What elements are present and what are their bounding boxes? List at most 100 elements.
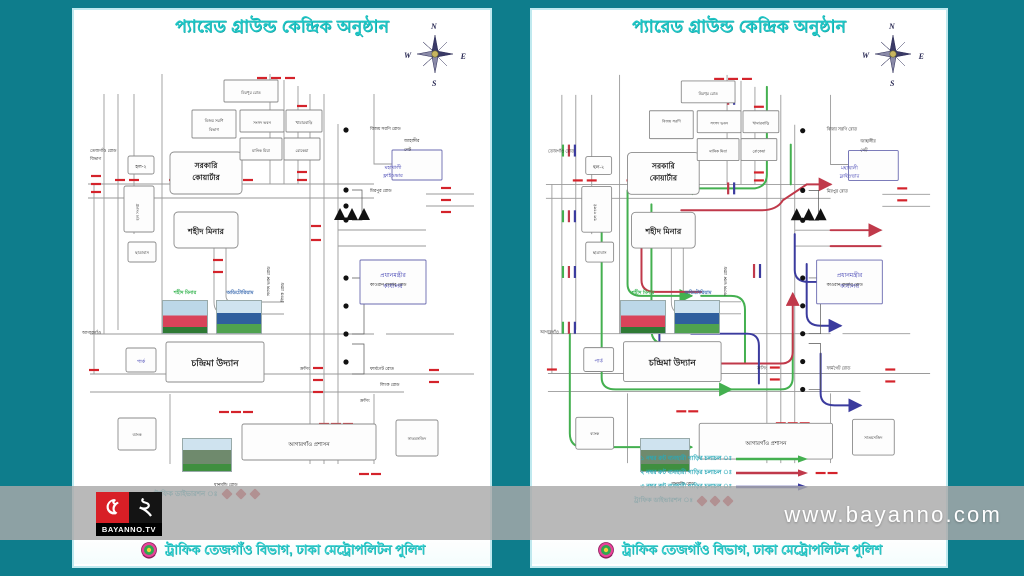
svg-text:আগারগাঁও প্রশাসন: আগারগাঁও প্রশাসন	[744, 440, 787, 447]
svg-text:রোকেয়া: রোকেয়া	[296, 148, 310, 153]
legend-row: ১ নম্বর রুট ব্যবহারী গাড়ির চলাচল ঃ	[558, 453, 808, 464]
police-seal-icon	[598, 542, 614, 559]
svg-text:ফার্মগেট রোড: ফার্মগেট রোড	[369, 366, 394, 371]
svg-text:জাহাঙ্গীর: জাহাঙ্গীর	[859, 139, 876, 144]
svg-text:ফার্মগেট রোড: ফার্মগেট রোড	[826, 366, 851, 371]
svg-text:জাহাঙ্গীর: জাহাঙ্গীর	[403, 138, 420, 143]
diversion-diamond-icon	[249, 488, 262, 500]
svg-text:রোকেয়া: রোকেয়া	[753, 149, 767, 154]
legend-arrow-red-icon	[736, 468, 808, 477]
logo-marks: ৫ ২	[96, 492, 162, 523]
svg-text:মিরপুর রোড: মিরপুর রোড	[697, 91, 717, 96]
legend-arrow-green-icon	[736, 454, 808, 463]
police-seal-icon	[141, 542, 157, 559]
compass-star-icon	[416, 34, 454, 74]
legend-label-route-3: ৩ নম্বর রুট ব্যবহারী গাড়ির চলাচল ঃ	[640, 484, 732, 490]
site-watermark: www.bayanno.com	[784, 502, 1002, 527]
map-building-group-left	[117, 79, 443, 461]
diversion-diamond-icon	[235, 488, 248, 500]
svg-text:চন্দ্রিমা উদ্যান: চন্দ্রিমা উদ্যান	[190, 356, 239, 368]
photo-complex	[182, 438, 232, 472]
svg-text:তেজগাঁও রোড: তেজগাঁও রোড	[548, 149, 574, 154]
svg-text:ধানমন্ডি রোড: ধানমন্ডি রোড	[214, 482, 237, 487]
photo-complex	[640, 438, 690, 472]
svg-text:চন্দ্রিমা উদ্যান: চন্দ্রিমা উদ্যান	[648, 356, 696, 368]
svg-text:খামারবাড়ি: খামারবাড়ি	[296, 120, 313, 125]
panel-footer-right: ট্রাফিক তেজগাঁও বিভাগ, ঢাকা মেট্রোপলিটন …	[532, 538, 946, 564]
svg-text:মহাখালী: মহাখালী	[384, 164, 402, 171]
svg-text:ফ্লাইওভার: ফ্লাইওভার	[839, 173, 860, 179]
svg-text:সংসদ ভবন: সংসদ ভবন	[709, 121, 728, 126]
photo-auditorium	[216, 300, 262, 334]
compass-south-label: S	[432, 79, 437, 88]
svg-text:কার্যালয়: কার্যালয়	[839, 283, 860, 290]
photo-parade-ground	[620, 300, 666, 334]
photo-auditorium	[674, 300, 720, 334]
route-red	[640, 177, 883, 365]
svg-text:বিজয় সরণি: বিজয় সরণি	[204, 118, 224, 123]
svg-text:ধানমন্ডি রোড: ধানমন্ডি রোড	[671, 481, 694, 486]
logo-caption: BAYANNO.TV	[96, 523, 162, 536]
svg-text:সংসদ ভবন রোড: সংসদ ভবন রোড	[266, 267, 271, 297]
compass-star-icon	[874, 34, 912, 74]
svg-text:কাওরান বাজার রোড: কাওরান বাজার রোড	[826, 282, 863, 287]
svg-text:মিরপুর রোড: মিরপুর রোড	[826, 188, 848, 193]
legend-row: ২ নম্বর রুট ব্যবহারী গাড়ির চলাচল ঃ	[558, 467, 808, 478]
bayanno-tv-logo: ৫ ২ BAYANNO.TV	[96, 492, 162, 536]
svg-text:ফ্লাইওভার: ফ্লাইওভার	[382, 173, 403, 179]
compass-rose-right: N S E W	[862, 22, 924, 88]
photo-auditorium-caption: অডিটোরিয়াম	[684, 290, 712, 296]
svg-text:ছাত্রাবাস: ছাত্রাবাস	[134, 250, 149, 255]
svg-text:ব্যাংক: ব্যাংক	[589, 431, 599, 436]
footer-text-right: ট্রাফিক তেজগাঁও বিভাগ, ঢাকা মেট্রোপলিটন …	[621, 541, 883, 557]
map-drawing-right: হল-২ হল সংলগ্ন ছাত্রাবাস সরকারি কোয়ার্ট…	[539, 74, 931, 486]
photo-parade-ground	[162, 300, 208, 334]
svg-text:শহীদ মিনার: শহীদ মিনার	[187, 225, 224, 236]
svg-text:শহীদ মিনার: শহীদ মিনার	[645, 225, 682, 236]
svg-text:মহাখালী: মহাখালী	[840, 164, 858, 171]
map-panel-right[interactable]: প্যারেড গ্রাউন্ড কেন্দ্রিক অনুষ্ঠান N S …	[530, 8, 948, 568]
diversion-legend-label: ট্রাফিক ডাইভারশন ঃ	[154, 491, 218, 498]
svg-text:ক্রসিং: ক্রসিং	[359, 398, 370, 403]
svg-text:ব্যাংক: ব্যাংক	[131, 432, 141, 437]
compass-east-label: E	[460, 52, 466, 61]
diversion-diamond-icon	[221, 488, 234, 500]
diversion-legend-left: ট্রাফিক ডাইভারশন ঃ	[154, 488, 262, 500]
diversion-legend-right: ট্রাফিক ডাইভারশন ঃ	[558, 494, 808, 507]
svg-text:ক্রসিং: ক্রসিং	[299, 366, 310, 371]
map-canvas-right[interactable]: হল-২ হল সংলগ্ন ছাত্রাবাস সরকারি কোয়ার্ট…	[532, 34, 946, 504]
svg-text:সাতমসজিদ: সাতমসজিদ	[407, 436, 427, 441]
compass-west-label: W	[404, 51, 412, 60]
svg-text:গেট: গেট	[860, 148, 868, 153]
svg-text:বিজয় সরণি রোড: বিজয় সরণি রোড	[369, 126, 401, 131]
photo-parade-ground-caption: শহীদ মিনার	[631, 290, 655, 296]
route-legend: ১ নম্বর রুট ব্যবহারী গাড়ির চলাচল ঃ ২ নম্…	[558, 453, 808, 507]
compass-north-label: N	[431, 22, 437, 31]
map-panel-left[interactable]: প্যারেড গ্রাউন্ড কেন্দ্রিক অনুষ্ঠান N S …	[72, 8, 492, 568]
map-drawing-left: হল-২ হল সংলগ্ন ছাত্রাবাস সরকারি কোয়ার্ট…	[81, 74, 474, 487]
photo-parade-ground-caption: শহীদ মিনার	[173, 290, 197, 296]
diversion-diamond-icon	[709, 494, 721, 507]
svg-text:প্রধানমন্ত্রীর: প্রধানমন্ত্রীর	[837, 271, 863, 279]
svg-text:হল-২: হল-২	[592, 165, 604, 170]
compass-north-label: N	[889, 22, 895, 31]
svg-text:আগারগাঁও প্রশাসন: আগারগাঁও প্রশাসন	[287, 440, 330, 448]
svg-text:হল সংলগ্ন: হল সংলগ্ন	[593, 203, 598, 221]
legend-label-route-2: ২ নম্বর রুট ব্যবহারী গাড়ির চলাচল ঃ	[640, 470, 732, 476]
svg-text:আগারগাঁও: আগারগাঁও	[81, 330, 101, 335]
legend-label-route-1: ১ নম্বর রুট ব্যবহারী গাড়ির চলাচল ঃ	[640, 456, 732, 462]
compass-rose-left: N S E W	[404, 22, 466, 88]
svg-text:মিরপুর রোড: মিরপুর রোড	[369, 188, 391, 193]
svg-text:সরকারি: সরকারি	[194, 160, 219, 170]
svg-text:প্রধানমন্ত্রীর: প্রধানমন্ত্রীর	[380, 271, 406, 279]
panel-footer-left: ট্রাফিক তেজগাঁও বিভাগ, ঢাকা মেট্রোপলিটন …	[74, 538, 490, 564]
svg-text:কোয়ার্টার: কোয়ার্টার	[192, 171, 220, 182]
logo-char-a: ৫	[96, 492, 129, 523]
map-canvas-left[interactable]: হল-২ হল সংলগ্ন ছাত্রাবাস সরকারি কোয়ার্ট…	[74, 34, 490, 504]
svg-text:সাতমসজিদ: সাতমসজিদ	[863, 435, 883, 440]
svg-text:খামারবাড়ি: খামারবাড়ি	[753, 121, 770, 126]
svg-text:কোয়ার্টার: কোয়ার্টার	[650, 172, 678, 182]
svg-text:গেট: গেট	[404, 147, 412, 152]
legend-row: ৩ নম্বর রুট ব্যবহারী গাড়ির চলাচল ঃ	[558, 481, 808, 492]
